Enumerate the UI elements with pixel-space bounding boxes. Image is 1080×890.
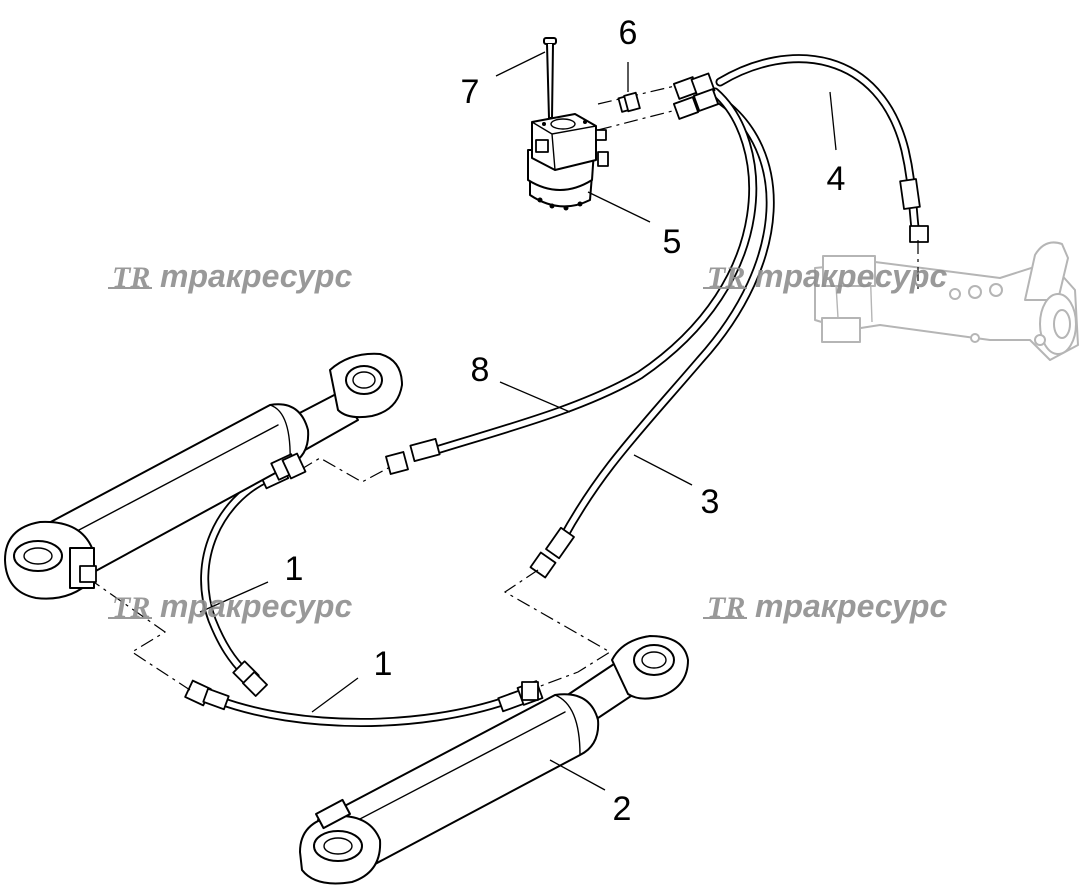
valve-bolts: [537, 197, 583, 211]
leader-lines: [199, 51, 837, 791]
hose-1-lower: [184, 679, 544, 727]
adapter-fitting: [617, 91, 641, 113]
callout-2: 2: [613, 790, 632, 828]
watermark-logo: TR: [707, 591, 745, 624]
callout-3: 3: [701, 483, 720, 521]
bolt: [543, 37, 557, 119]
callout-1-upper: 1: [285, 550, 304, 588]
watermark-top-right: TR тракресурс: [703, 258, 947, 294]
watermark-top-left: TR тракресурс: [108, 258, 352, 294]
hose-8: [385, 87, 758, 475]
callout-6: 6: [619, 14, 638, 52]
watermark-logo: TR: [112, 261, 150, 294]
callout-8: 8: [471, 351, 490, 389]
hose-1-upper: [200, 462, 290, 697]
callout-1-lower: 1: [374, 645, 393, 683]
watermark-logo: TR: [707, 261, 745, 294]
hydraulic-cylinder-left: [4, 352, 403, 600]
watermark-text: тракресурс: [160, 588, 352, 624]
watermark-text: тракресурс: [755, 588, 947, 624]
hose-4: [715, 54, 929, 243]
hydraulic-cylinder-right: [299, 635, 689, 885]
callout-4: 4: [827, 160, 846, 198]
watermark-logo: TR: [112, 591, 150, 624]
hose-end-fittings-top: [672, 72, 720, 120]
watermark-text: тракресурс: [160, 258, 352, 294]
watermark-bottom-right: TR тракресурс: [703, 588, 947, 624]
steering-valve: [527, 113, 609, 211]
watermark-bottom-left: TR тракресурс: [108, 588, 352, 624]
hose-3: [529, 95, 775, 579]
watermark-text: тракресурс: [755, 258, 947, 294]
axle-bracket-ghost: [814, 241, 1079, 361]
callout-5: 5: [663, 223, 682, 261]
callout-7: 7: [461, 73, 480, 111]
callout-numbers: 7 6 5 4 8 3 1 1 2: [285, 14, 846, 828]
